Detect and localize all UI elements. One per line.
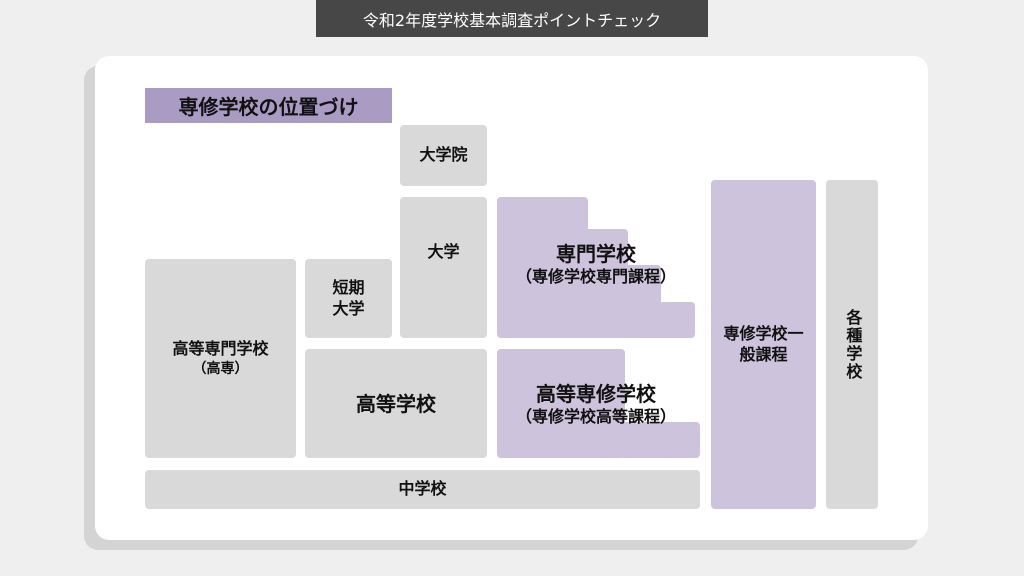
label: 中学校 xyxy=(398,479,447,499)
label: 高等専修学校 xyxy=(536,381,656,406)
box-senmon: 専門学校（専修学校専門課程） xyxy=(490,232,702,296)
label: 短期大学 xyxy=(332,277,365,318)
box-koto-senshu: 高等専修学校（専修学校高等課程） xyxy=(490,372,702,436)
label: 高等専門学校 xyxy=(172,339,269,358)
box-junior-high: 中学校 xyxy=(145,470,700,509)
box-university: 大学 xyxy=(400,197,487,338)
senmon-step xyxy=(625,265,661,338)
box-junior-college: 短期大学 xyxy=(305,259,392,338)
box-general-course: 専修学校一般課程 xyxy=(711,180,816,509)
sublabel: （専修学校専門課程） xyxy=(515,266,676,286)
label: 大学 xyxy=(427,242,460,262)
box-technical-college: 高等専門学校 （高専） xyxy=(145,259,296,458)
label: 専修学校一般課程 xyxy=(723,323,804,364)
box-misc-schools: 各種学校 xyxy=(826,180,878,509)
page-title-bar: 令和2年度学校基本調査ポイントチェック xyxy=(316,0,708,37)
koto-senshu-step xyxy=(497,349,625,458)
senmon-step xyxy=(658,302,695,338)
section-heading: 専修学校の位置づけ xyxy=(145,88,392,123)
koto-senshu-step xyxy=(620,422,700,458)
label: 各種学校 xyxy=(843,308,863,381)
label: 専門学校 xyxy=(556,241,636,266)
box-graduate-school: 大学院 xyxy=(400,125,487,186)
sublabel: （専修学校高等課程） xyxy=(515,406,676,426)
senmon-step xyxy=(585,229,628,338)
box-high-school: 高等学校 xyxy=(305,349,487,458)
senmon-step xyxy=(497,197,588,338)
label: 大学院 xyxy=(419,145,468,165)
label: 高等学校 xyxy=(356,391,436,416)
sublabel: （高専） xyxy=(192,360,249,377)
page-title: 令和2年度学校基本調査ポイントチェック xyxy=(362,10,662,30)
